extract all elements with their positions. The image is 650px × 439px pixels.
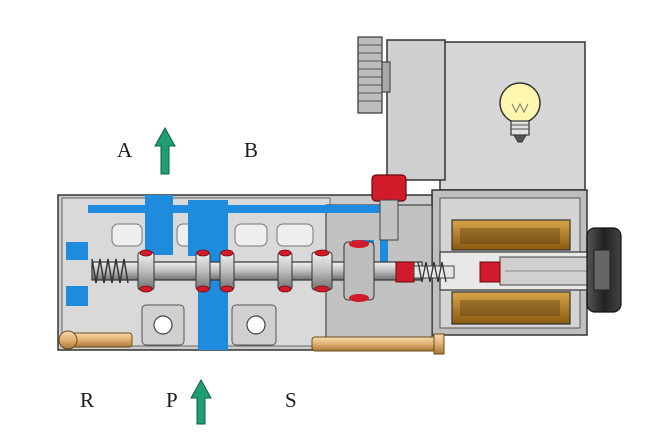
light-bulb-icon [499, 82, 541, 143]
spool-land-2 [195, 251, 211, 291]
pilot-piston [343, 241, 375, 301]
spool-land-3 [219, 251, 235, 291]
arrow-up-icon [190, 378, 212, 425]
connector-screw [357, 36, 391, 114]
spool-land-1 [137, 251, 155, 291]
manual-override-knob [586, 227, 622, 313]
pilot-cap [371, 174, 407, 202]
arrow-up-icon [154, 126, 176, 175]
spool [91, 240, 423, 302]
port-p-chamber [188, 200, 228, 256]
bolt-right [311, 336, 443, 352]
left-passage-upper [66, 242, 88, 260]
left-passage-lower [66, 286, 88, 306]
spool-land-5 [311, 251, 333, 291]
port-label-s: S [285, 388, 297, 412]
coil-bottom [451, 291, 571, 325]
coil-top [451, 219, 571, 251]
port-label-a: A [117, 138, 133, 162]
bolts [58, 330, 445, 355]
return-spring-icon [91, 258, 129, 284]
port-label-r: R [80, 388, 95, 412]
connector-plug [357, 36, 586, 191]
spool-land-4 [277, 251, 293, 291]
pilot-channel [88, 205, 388, 213]
port-label-p: P [166, 388, 178, 412]
port-label-b: B [244, 138, 259, 162]
spool-seals [139, 249, 330, 293]
pilot-valve [371, 174, 501, 283]
port-a-passage [145, 195, 173, 255]
solenoid-housing [431, 189, 622, 336]
